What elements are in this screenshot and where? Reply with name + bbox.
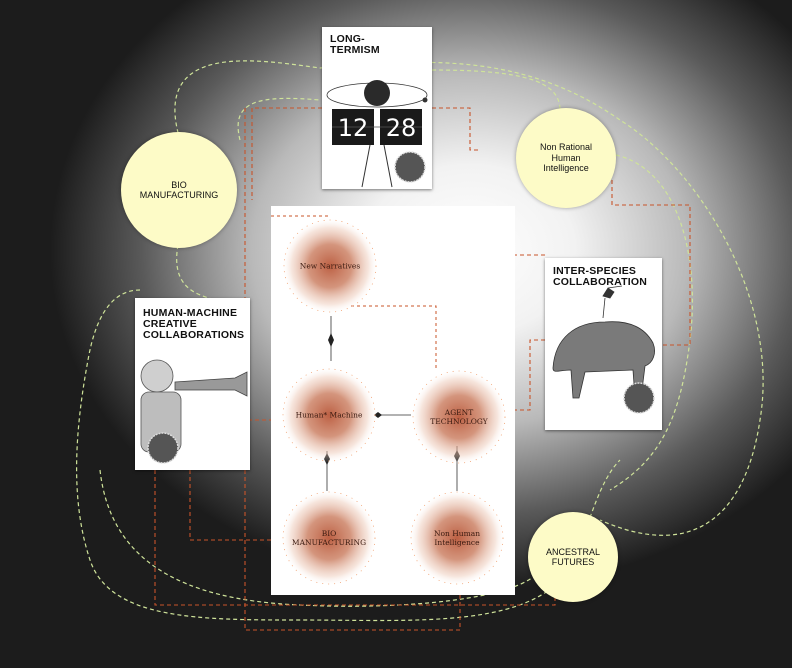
bubble-label-bio-manufacturing: BIO MANUFACTURING	[139, 179, 219, 201]
node-agent-technology-glow	[411, 369, 507, 465]
trumpet-icon	[174, 371, 248, 397]
glow-nodes	[281, 218, 507, 586]
card-title-longtermism: LONG- TERMISM	[330, 33, 380, 56]
node-new-narratives-rays	[283, 219, 377, 313]
green-path-outer-loop	[174, 60, 764, 536]
card-human-machine: HUMAN-MACHINE CREATIVE COLLABORATIONS	[135, 298, 250, 470]
node-nonhuman-glow	[409, 490, 505, 586]
card-interspecies: INTER-SPECIES COLLABORATION	[545, 258, 662, 430]
node-bio-manufacturing-rays	[282, 491, 376, 585]
node-label-agent-technology: AGENT TECHNOLOGY	[430, 408, 488, 426]
node-bio-manufacturing-glow	[281, 490, 377, 586]
clock-left-digits: 12	[337, 114, 369, 142]
node-nonhuman-rays	[410, 491, 504, 585]
green-path-bottom	[99, 469, 541, 607]
design-for-stamp	[623, 382, 655, 414]
orange-path-to-agent	[515, 339, 545, 411]
card-longtermism: LONG- TERMISM 12 28	[322, 27, 432, 189]
clock-top-sphere	[364, 80, 390, 106]
clock-leg-left	[361, 144, 371, 188]
buffalo-icon	[552, 321, 655, 399]
green-path-top-inner	[237, 69, 561, 141]
bubble-ancestral-futures: ANCESTRAL FUTURES	[528, 512, 618, 602]
node-label-new-narratives: New Narratives	[299, 261, 361, 271]
panel-nodes-svg	[271, 215, 507, 586]
node-agent-technology-rays	[412, 370, 506, 464]
bubble-label-ancestral: ANCESTRAL FUTURES	[545, 546, 600, 568]
connector-narratives-to-agent	[351, 305, 437, 371]
orange-path-top-right	[432, 107, 480, 151]
flip-clock-illustration	[326, 80, 428, 188]
node-label-human-machine: Human* Machine	[295, 410, 363, 420]
card-title-human-machine: HUMAN-MACHINE CREATIVE COLLABORATIONS	[143, 307, 245, 341]
design-for-stamp	[394, 151, 426, 183]
buffalo-bird-illustration	[552, 285, 655, 414]
node-human-machine-glow	[281, 367, 377, 463]
central-diagram-panel: New Narratives Human* Machine AGENT TECH…	[271, 206, 515, 595]
node-label-bio-manufacturing: BIO MANUFACTURING	[291, 529, 367, 547]
orange-path-nonrational	[611, 180, 691, 346]
orange-path-bottom2	[244, 470, 461, 631]
bubble-non-rational-intelligence: Non Rational Human Intelligence	[516, 108, 616, 208]
bird-legs	[602, 297, 606, 319]
orbit-dot	[422, 97, 428, 103]
node-sun-rays	[282, 219, 506, 585]
diamond-marker-1	[328, 333, 334, 347]
clock-right-digits: 28	[385, 114, 417, 142]
card-title-interspecies: INTER-SPECIES COLLABORATION	[553, 265, 647, 288]
bubble-label-non-rational: Non Rational Human Intelligence	[539, 142, 593, 174]
bird-icon	[602, 285, 623, 299]
node-label-nonhuman-intelligence: Non Human Intelligence	[433, 529, 481, 547]
node-new-narratives-glow	[282, 218, 378, 314]
clock-leg-right	[383, 144, 393, 188]
robot-trumpet-illustration	[140, 359, 248, 464]
robot-head-icon	[140, 359, 174, 393]
bubble-bio-manufacturing: BIO MANUFACTURING	[121, 132, 237, 248]
orange-path-hm-bottom	[189, 470, 283, 541]
node-human-machine-rays	[282, 368, 376, 462]
orange-path-top-left	[251, 107, 322, 200]
panel-internal-connectors	[271, 215, 437, 371]
design-for-stamp	[147, 432, 179, 464]
